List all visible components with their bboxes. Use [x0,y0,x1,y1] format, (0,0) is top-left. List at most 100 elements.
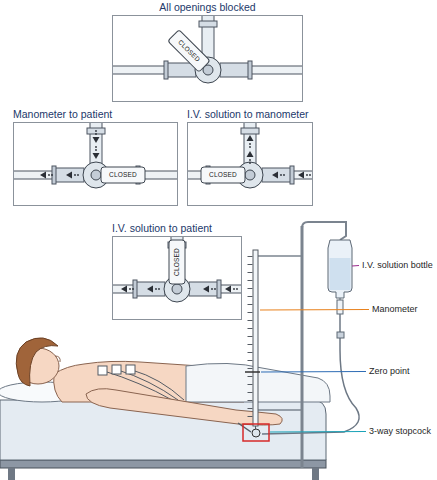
drip-chamber [337,300,343,314]
stopcock-handle [169,240,185,284]
flow-arrow [93,137,100,143]
flow-dot [306,174,308,176]
iv-hanger [302,222,346,240]
manometer-label: Manometer [372,304,418,315]
handle-label: CLOSED [209,171,237,179]
flow-arrows [247,135,311,179]
iv-solution [330,258,351,290]
leader-line [270,431,366,433]
port-flange [133,280,137,298]
panel-frame: CLOSED [13,122,178,206]
stopcock-handle [101,167,145,183]
flow-arrow [121,286,127,293]
port-flange [164,61,168,79]
zero-point-mark [245,371,260,373]
stopcock-view: Manometer to patientCLOSED [13,108,178,206]
iv-bottle [328,240,352,298]
handle-body [201,167,245,183]
flow-dot [249,143,251,145]
leader-line [352,265,359,267]
flow-arrows [121,286,238,293]
flow-dot [51,174,53,176]
flow-dot [158,288,160,290]
flow-dot [249,146,251,148]
stopcock-view: All openings blockedCLOSED [112,1,303,102]
iv-tubing [340,298,341,300]
roller-clamp [337,332,344,338]
view-heading: I.V. solution to manometer [187,108,313,120]
bottle-label: I.V. solution bottle [362,260,433,271]
view-heading: Manometer to patient [13,108,178,120]
flow-dot [95,149,97,151]
handle-label: CLOSED [109,171,137,179]
patient-port [135,282,165,296]
flow-dot [95,133,97,135]
port-flange [290,166,294,184]
stopcock-view: I.V. solution to manometerCLOSED [187,108,313,206]
manometer-clip [258,409,302,411]
flow-dot [77,174,79,176]
flow-arrow [225,286,231,293]
flow-dot [309,174,311,176]
hub-center [245,170,255,180]
leader-line [261,371,366,373]
flow-arrow [272,172,278,179]
port-collar [241,128,259,134]
stopcock-drawing [113,16,302,101]
stopcock-highlight [243,424,269,441]
flow-dot [211,288,213,290]
patient-port [54,168,84,182]
flow-dot [280,174,282,176]
stopcock-symbol [252,429,260,437]
handle-body [168,30,210,72]
flow-arrow [247,135,254,141]
patient-line [113,66,167,74]
hub-center [91,170,101,180]
stopcock-drawing [14,123,177,205]
manometer-scale [248,256,253,420]
iv-port [220,63,250,77]
flow-dot [132,288,134,290]
iv-port [189,282,219,296]
panel-frame: CLOSED [187,122,313,206]
port-flange [52,166,56,184]
flow-dot [233,288,235,290]
flow-dot [48,174,50,176]
flow-arrows [40,130,100,178]
stopcock-handle [168,30,210,72]
iv-line [248,66,302,74]
flow-dot [214,288,216,290]
ecg-electrode [98,366,107,375]
flow-dot [249,159,251,161]
bed-leg [8,468,15,480]
bed-leg [312,468,319,480]
stopcock-drawing [188,123,312,205]
flow-dot [236,288,238,290]
handle-label: CLOSED [173,248,181,276]
flow-arrow [247,151,254,157]
patient-hair [16,338,58,386]
handle-body [101,167,145,183]
view-heading: I.V. solution to patient [112,222,242,234]
leader-line [260,309,369,311]
flow-dot [95,130,97,132]
iv-port [262,168,292,182]
bed-frame [0,460,326,468]
stopcock-view: I.V. solution to patientCLOSED [112,222,242,320]
view-heading: All openings blocked [112,1,303,13]
port-flange [217,280,221,298]
port-collar [87,128,105,134]
ecg-electrode [126,365,135,374]
port-flange [248,61,252,79]
flow-dot [249,162,251,164]
iv-tubing [262,314,359,434]
flow-arrow [40,172,46,179]
flow-arrow [66,172,72,179]
flow-dot [129,288,131,290]
flow-arrow [203,286,209,293]
manometer-clip [258,255,302,257]
manometer-tube [253,250,258,426]
panel-frame: CLOSED [112,236,242,320]
